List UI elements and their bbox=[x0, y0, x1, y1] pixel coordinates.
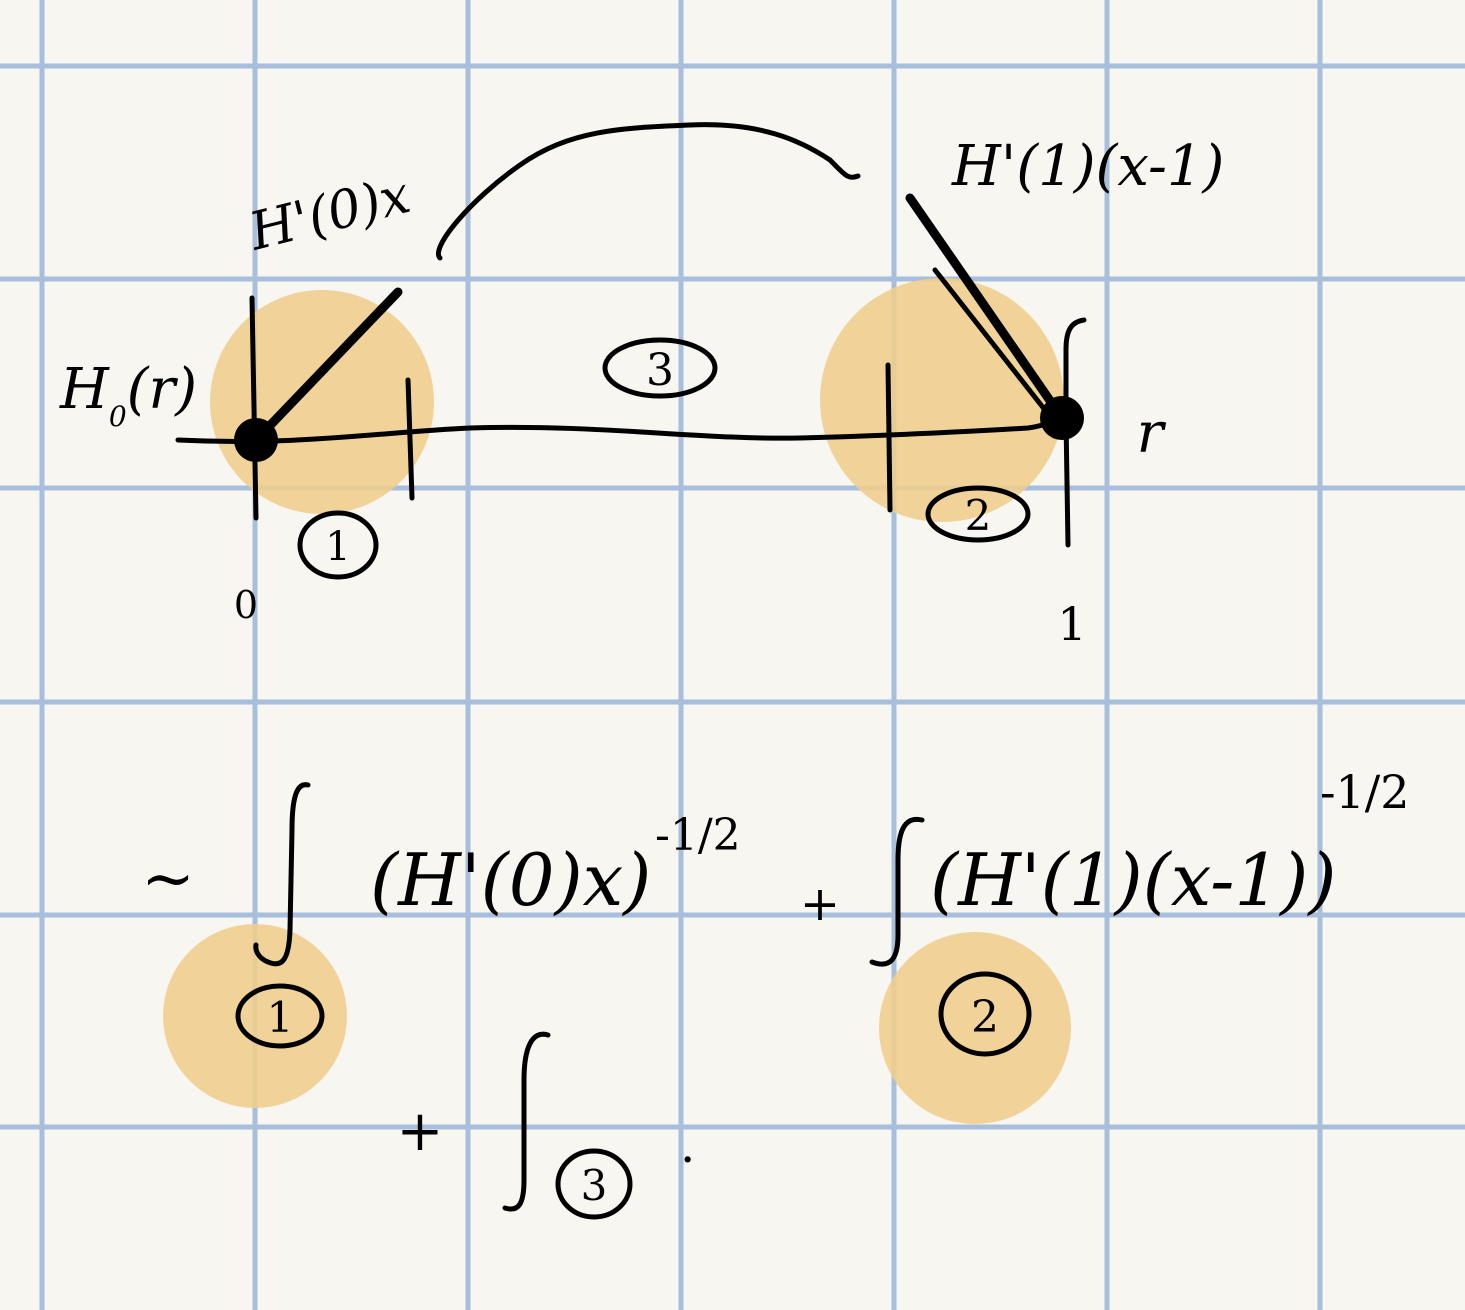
region-3-circle bbox=[602, 337, 718, 399]
tick-left bbox=[405, 377, 415, 501]
h0-argument: (r) bbox=[127, 357, 197, 422]
term1-body: (H'(0)x) bbox=[370, 838, 651, 922]
right-bracket bbox=[1063, 317, 1087, 423]
axis-var-label: r bbox=[1137, 401, 1167, 466]
term1-exponent: -1/2 bbox=[655, 810, 741, 861]
term2-domain-label: 2 bbox=[971, 992, 999, 1043]
axis-start-label: 0 bbox=[234, 583, 258, 627]
right-slope-shadow bbox=[932, 267, 1048, 413]
integral-sign-2 bbox=[869, 816, 925, 967]
highlight-integral-2 bbox=[879, 932, 1071, 1124]
axis-end-label: 1 bbox=[1057, 597, 1086, 651]
approx-sign: ~ bbox=[141, 842, 195, 916]
end-dot: . bbox=[680, 1118, 695, 1174]
left-slope-line bbox=[253, 287, 403, 443]
slope-right-label: H'(1)(x-1) bbox=[951, 134, 1224, 199]
region-2-label: 2 bbox=[965, 491, 992, 540]
term1-domain-label: 1 bbox=[267, 993, 294, 1042]
region-3-label: 3 bbox=[646, 345, 674, 396]
tick-right bbox=[885, 362, 893, 513]
connecting-arc bbox=[436, 122, 861, 261]
term3-domain-label: 3 bbox=[581, 1161, 608, 1210]
region-1-label: 1 bbox=[325, 524, 350, 570]
term3-domain-circle bbox=[555, 1148, 633, 1220]
h0-letter: H bbox=[59, 357, 110, 422]
dot-at-1 bbox=[1040, 396, 1084, 440]
term2-domain-circle bbox=[938, 971, 1032, 1057]
region-1-circle bbox=[297, 510, 379, 580]
highlight-region-1 bbox=[210, 290, 434, 514]
h0-label: H0(r) bbox=[59, 357, 197, 433]
highlight-region-2 bbox=[820, 278, 1064, 522]
right-vertical-line bbox=[1063, 417, 1071, 548]
term2-body: (H'(1)(x-1)) bbox=[930, 838, 1336, 922]
term1-domain-circle bbox=[235, 983, 325, 1049]
highlight-integral-1 bbox=[163, 924, 347, 1108]
axis-curve bbox=[175, 413, 1065, 444]
plus-sign-2: + bbox=[397, 1099, 444, 1164]
slope-left-label: H'(0)x bbox=[243, 165, 416, 263]
plus-sign-1: + bbox=[800, 876, 840, 932]
right-slope-line bbox=[905, 193, 1067, 423]
integral-sign-1 bbox=[253, 782, 311, 967]
integral-sign-3 bbox=[502, 1031, 551, 1212]
dot-at-0 bbox=[234, 418, 278, 462]
left-vertical-line bbox=[249, 295, 259, 521]
h0-subscript: 0 bbox=[109, 400, 127, 433]
term2-exponent: -1/2 bbox=[1320, 765, 1410, 819]
region-2-circle bbox=[925, 485, 1031, 543]
